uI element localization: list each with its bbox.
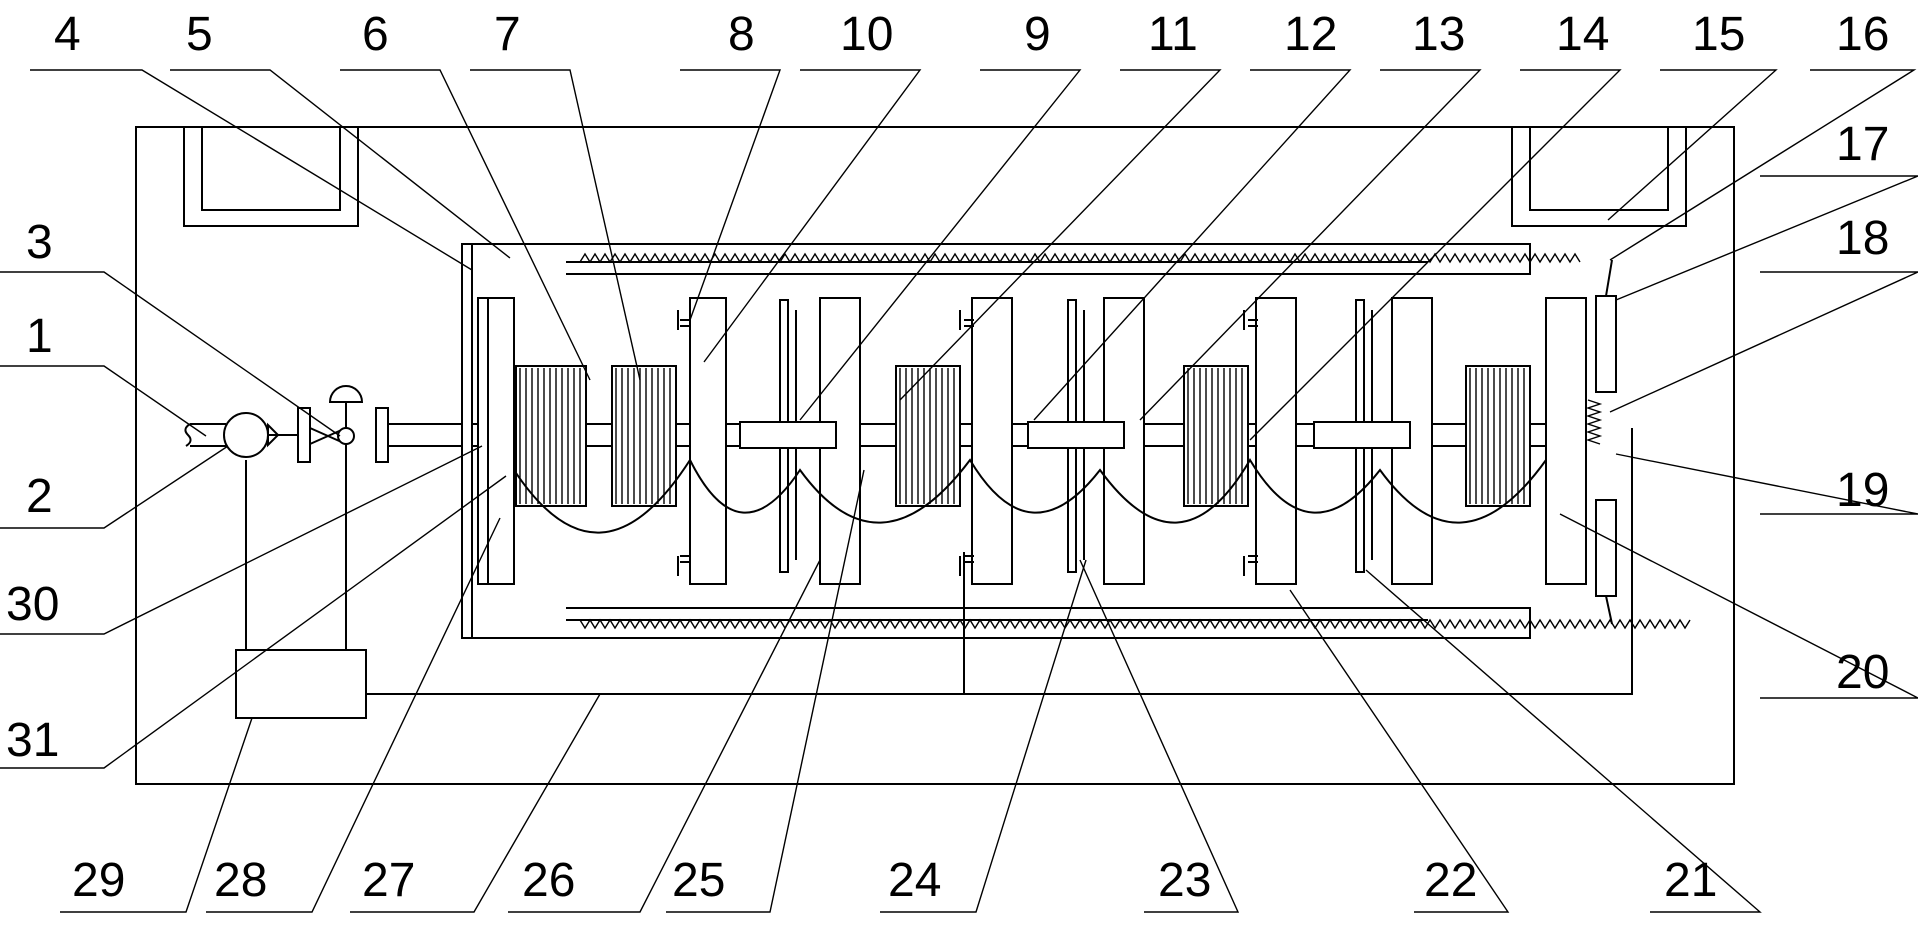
label-16: 16 [1836, 8, 1889, 61]
valve-handle-icon [328, 385, 364, 428]
label-7: 7 [494, 8, 521, 61]
labels-top: 4 5 6 7 8 10 9 11 12 13 14 15 16 [54, 8, 1889, 61]
leader-lines-left [0, 271, 507, 769]
label-5: 5 [186, 8, 213, 61]
disc-pair-5 [1243, 297, 1297, 585]
left-hopper [183, 127, 359, 227]
label-12: 12 [1284, 8, 1337, 61]
slider-block-3 [1313, 421, 1411, 449]
inner-frame-bottom [472, 607, 1531, 639]
label-3: 3 [26, 216, 53, 269]
bolts [680, 319, 1258, 563]
label-18: 18 [1836, 212, 1889, 265]
control-wire [366, 428, 1633, 695]
left-flange [297, 407, 311, 463]
disc-pair-3 [959, 297, 1013, 585]
labels-right: 17 18 19 20 [1836, 118, 1889, 699]
small-spring [1585, 399, 1603, 445]
right-hopper [1511, 127, 1687, 227]
label-15: 15 [1692, 8, 1745, 61]
inner-frame [461, 243, 473, 639]
lower-rack-teeth [579, 618, 1691, 630]
leader-lines [30, 69, 1918, 699]
pipe-break [184, 423, 192, 447]
outlet-pipe [388, 423, 462, 447]
right-flange [375, 407, 389, 463]
upper-rack-bar [566, 261, 1434, 275]
inner-frame-top [472, 243, 1531, 275]
inlet-pipe [190, 423, 226, 447]
label-4: 4 [54, 8, 81, 61]
leader-lines-bottom [60, 469, 1762, 913]
label-1: 1 [26, 310, 53, 363]
labels-left: 3 1 2 30 31 [6, 216, 59, 767]
label-28: 28 [214, 854, 267, 907]
label-22: 22 [1424, 854, 1477, 907]
slider-block-1 [739, 421, 837, 449]
label-23: 23 [1158, 854, 1211, 907]
disc-left-end [477, 297, 515, 585]
outer-housing [135, 126, 1735, 785]
label-17: 17 [1836, 118, 1889, 171]
label-31: 31 [6, 714, 59, 767]
label-14: 14 [1556, 8, 1609, 61]
label-9: 9 [1024, 8, 1051, 61]
label-24: 24 [888, 854, 941, 907]
label-13: 13 [1412, 8, 1465, 61]
label-2: 2 [26, 470, 53, 523]
label-19: 19 [1836, 464, 1889, 517]
label-30: 30 [6, 578, 59, 631]
label-25: 25 [672, 854, 725, 907]
valve-icon [337, 427, 355, 445]
label-10: 10 [840, 8, 893, 61]
slider-block-2 [1027, 421, 1125, 449]
filter-curves [513, 457, 1547, 534]
controller-box [235, 649, 367, 719]
upper-rack-teeth [579, 252, 1581, 264]
label-6: 6 [362, 8, 389, 61]
label-29: 29 [72, 854, 125, 907]
label-27: 27 [362, 854, 415, 907]
coil-lines [519, 368, 1525, 504]
label-8: 8 [728, 8, 755, 61]
label-11: 11 [1148, 8, 1198, 61]
label-21: 21 [1664, 854, 1717, 907]
disc-right-end [1545, 259, 1617, 625]
labels-bottom: 29 28 27 26 25 24 23 22 21 [72, 854, 1717, 907]
label-20: 20 [1836, 646, 1889, 699]
label-26: 26 [522, 854, 575, 907]
disc-pair-1 [677, 297, 727, 585]
pump-icon [223, 412, 269, 458]
